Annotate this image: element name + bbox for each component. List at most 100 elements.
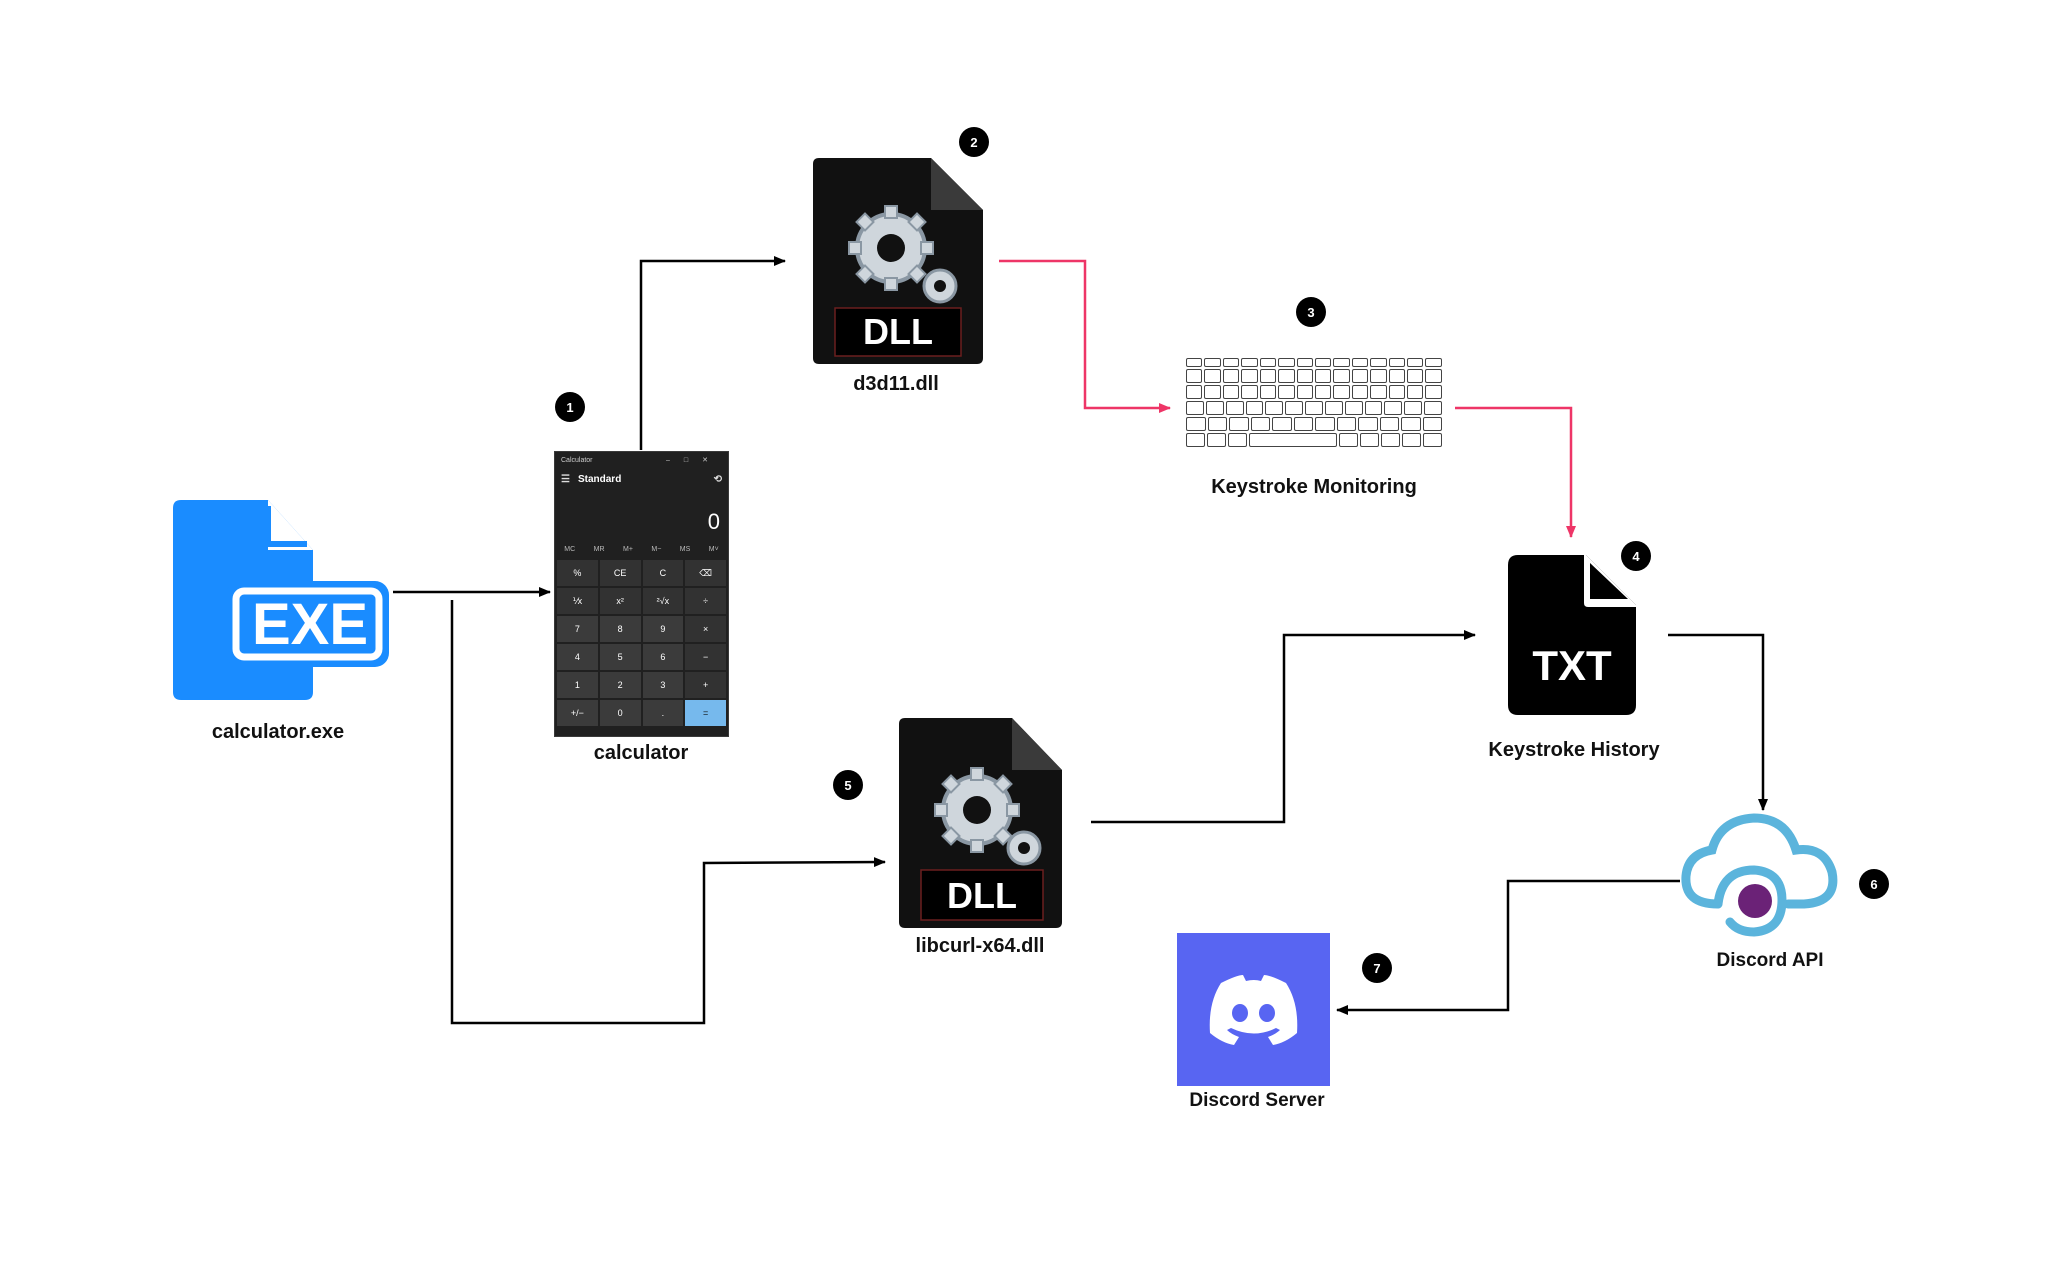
history-icon[interactable]: ⟲: [713, 473, 722, 485]
keyboard-key: [1351, 369, 1369, 383]
arrow-discord-api-to-server: [1336, 879, 1680, 1015]
calculator-header: ☰ Standard ⟲: [555, 468, 728, 490]
calc-key[interactable]: %: [557, 560, 598, 586]
keyboard-key: [1204, 369, 1221, 383]
keyboard-key: [1351, 358, 1369, 367]
calc-key[interactable]: 6: [642, 644, 684, 670]
keyboard-key: [1422, 417, 1442, 431]
calc-key[interactable]: 8: [599, 616, 641, 642]
keyboard-key: [1259, 358, 1277, 367]
keyboard-key: [1388, 385, 1406, 399]
keyboard-key: [1207, 433, 1227, 447]
keyboard-key: [1296, 358, 1313, 367]
calc-key[interactable]: 3: [642, 672, 684, 698]
keyboard-key: [1296, 369, 1313, 383]
keyboard-key: [1222, 385, 1240, 399]
keyboard-key: [1388, 369, 1406, 383]
arrow-d3d11-to-keyboard: [999, 259, 1171, 413]
keyboard-key: [1245, 401, 1264, 415]
keyboard-key: [1344, 401, 1363, 415]
calc-key[interactable]: =: [685, 700, 726, 726]
exe-file-icon[interactable]: EXE: [173, 500, 389, 700]
keyboard-key: [1380, 433, 1400, 447]
keyboard-key: [1285, 401, 1304, 415]
keyboard-key: [1207, 417, 1227, 431]
memory-button[interactable]: MS: [679, 545, 691, 553]
calc-key[interactable]: 7: [557, 616, 598, 642]
keyboard-row: [1186, 433, 1443, 447]
memory-button[interactable]: M−: [651, 545, 662, 553]
calc-key[interactable]: ⌫: [685, 560, 726, 586]
calculator-mode: Standard: [577, 473, 622, 485]
memory-button[interactable]: MC: [564, 545, 576, 553]
calculator-label: calculator: [593, 742, 689, 764]
keyboard-row: [1186, 358, 1442, 367]
calc-key[interactable]: 1: [557, 672, 598, 698]
keyboard-key: [1225, 401, 1244, 415]
keyboard-key: [1241, 385, 1258, 399]
arrow-exe-to-libcurl: [450, 600, 886, 1025]
d3d11-dll-icon[interactable]: DLL: [813, 158, 983, 364]
calc-key[interactable]: .: [642, 700, 684, 726]
step-badge-5: 5: [833, 770, 863, 800]
cloud-api-icon[interactable]: [1678, 810, 1844, 946]
libcurl-label: libcurl-x64.dll: [915, 935, 1045, 957]
gear-icon: [934, 767, 1042, 866]
exe-label: calculator.exe: [211, 721, 345, 743]
keyboard-key: [1265, 401, 1284, 415]
keyboard-key: [1314, 369, 1332, 383]
keyboard-key: [1259, 369, 1277, 383]
calc-key[interactable]: CE: [599, 560, 641, 586]
keyboard-key: [1333, 385, 1350, 399]
keyboard-key: [1422, 433, 1443, 447]
keyboard-key: [1186, 433, 1206, 447]
calculator-window[interactable]: Calculator –□✕ ☰ Standard ⟲ 0 MC MR M+ M− MS…: [554, 451, 729, 737]
keyboard-key: [1204, 358, 1221, 367]
memory-button[interactable]: M+: [622, 545, 633, 553]
calc-key[interactable]: 0: [599, 700, 641, 726]
calc-key[interactable]: ⅟x: [557, 588, 598, 614]
calc-key[interactable]: C: [642, 560, 684, 586]
keyboard-key: [1186, 385, 1203, 399]
calc-key[interactable]: +/−: [557, 700, 598, 726]
libcurl-dll-icon[interactable]: DLL: [899, 718, 1062, 928]
keyboard-key: [1338, 433, 1358, 447]
calc-key[interactable]: ²√x: [642, 588, 684, 614]
keyboard-key: [1358, 417, 1378, 431]
txt-file-icon[interactable]: TXT: [1508, 555, 1636, 715]
memory-button[interactable]: M˅: [708, 545, 719, 553]
keyboard-key: [1404, 401, 1423, 415]
keyboard-icon: [1186, 358, 1443, 456]
calc-key[interactable]: 4: [557, 644, 598, 670]
arrow-calculator-to-d3d11: [639, 256, 786, 450]
calc-key[interactable]: 2: [599, 672, 641, 698]
calc-key[interactable]: 9: [642, 616, 684, 642]
keyboard-key: [1305, 401, 1323, 415]
calc-key[interactable]: 5: [599, 644, 641, 670]
step-badge-6: 6: [1859, 869, 1889, 899]
keyboard-key: [1333, 358, 1350, 367]
keyboard-key: [1314, 358, 1332, 367]
keyboard-key: [1249, 433, 1337, 447]
window-controls[interactable]: –□✕: [666, 457, 722, 464]
calc-key[interactable]: x²: [599, 588, 641, 614]
memory-button[interactable]: MR: [593, 545, 605, 553]
calculator-titlebar: Calculator –□✕: [555, 452, 728, 468]
calc-key[interactable]: +: [685, 672, 726, 698]
keyboard-key: [1315, 417, 1335, 431]
discord-server-label: Discord Server: [1189, 1090, 1325, 1111]
hamburger-icon[interactable]: ☰: [561, 473, 570, 485]
calc-key[interactable]: −: [685, 644, 726, 670]
step-badge-4: 4: [1621, 541, 1651, 571]
keyboard-key: [1241, 369, 1258, 383]
keyboard-key: [1278, 385, 1295, 399]
step-badge-2: 2: [959, 127, 989, 157]
calc-key[interactable]: ×: [685, 616, 726, 642]
svg-text:TXT: TXT: [1532, 642, 1612, 689]
calc-key[interactable]: ÷: [685, 588, 726, 614]
discord-logo-icon[interactable]: [1177, 933, 1330, 1086]
keyboard-key: [1370, 369, 1387, 383]
keyboard-key: [1272, 417, 1292, 431]
